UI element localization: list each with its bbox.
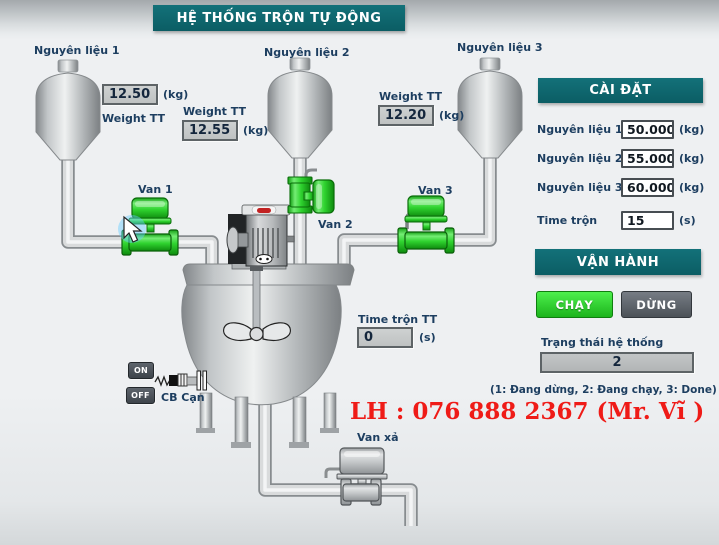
status-legend: (1: Đang dừng, 2: Đang chạy, 3: Done)	[490, 384, 717, 396]
mix-time-set-label: Time trộn	[537, 214, 598, 227]
setting-1-label: Nguyên liệu 1	[537, 123, 623, 136]
mix-time-set-unit: (s)	[679, 214, 696, 227]
setting-3-input[interactable]	[621, 178, 674, 197]
setting-2-label: Nguyên liệu 2	[537, 152, 623, 165]
status-label: Trạng thái hệ thống	[541, 336, 664, 349]
status-display: 2	[540, 352, 694, 373]
stop-button[interactable]: DỪNG	[621, 291, 692, 318]
drain-pipe	[258, 398, 418, 526]
hopper-2	[267, 57, 333, 159]
valve-3-label: Van 3	[418, 184, 453, 197]
hopper-3	[457, 57, 523, 159]
setting-1-unit: (kg)	[679, 123, 705, 136]
setting-1-input[interactable]	[621, 120, 674, 139]
mix-time-unit: (s)	[419, 331, 436, 344]
setting-3-label: Nguyên liệu 3	[537, 181, 623, 194]
valve-2-icon[interactable]	[287, 168, 335, 214]
drain-valve-icon[interactable]	[324, 447, 388, 506]
weight-tt-label-1: Weight TT	[102, 112, 166, 125]
hopper-1	[35, 59, 101, 161]
drain-valve-label: Van xả	[357, 431, 399, 444]
valve-2-label: Van 2	[318, 218, 353, 231]
agitator	[223, 263, 291, 342]
hopper-2-label: Nguyên liệu 2	[264, 46, 350, 59]
weight-unit-3: (kg)	[439, 109, 465, 122]
weight-tt-label-2: Weight TT	[183, 105, 247, 118]
setting-2-unit: (kg)	[679, 152, 705, 165]
setting-3-unit: (kg)	[679, 181, 705, 194]
contact-banner: LH : 076 888 2367 (Mr. Vĩ )	[350, 398, 705, 425]
mixing-tank	[181, 263, 355, 448]
mix-time-display: 0	[357, 327, 413, 348]
weight-display-3: 12.20	[378, 105, 434, 126]
page-title: HỆ THỐNG TRỘN TỰ ĐỘNG	[153, 5, 405, 31]
mouse-cursor	[118, 215, 146, 243]
weight-display-2: 12.55	[182, 120, 238, 141]
weight-unit-1: (kg)	[163, 88, 189, 101]
level-sensor-label: CB Cạn	[161, 391, 205, 404]
run-button[interactable]: CHẠY	[536, 291, 613, 318]
mixer-motor	[226, 204, 295, 271]
weight-unit-2: (kg)	[243, 124, 269, 137]
weight-display-1: 12.50	[102, 84, 158, 105]
setting-2-input[interactable]	[621, 149, 674, 168]
mix-time-set-input[interactable]	[621, 211, 674, 230]
hopper-1-label: Nguyên liệu 1	[34, 44, 120, 57]
settings-header: CÀI ĐẶT	[538, 78, 703, 103]
operation-header: VẬN HÀNH	[535, 249, 701, 275]
off-button[interactable]: OFF	[126, 387, 155, 404]
hopper-3-label: Nguyên liệu 3	[457, 41, 543, 54]
weight-tt-label-3: Weight TT	[379, 90, 443, 103]
mix-time-tt-label: Time trộn TT	[358, 313, 438, 326]
valve-1-label: Van 1	[138, 183, 173, 196]
level-sensor-icon	[154, 370, 207, 391]
on-button[interactable]: ON	[128, 362, 154, 379]
valve-3-icon[interactable]	[397, 195, 455, 254]
